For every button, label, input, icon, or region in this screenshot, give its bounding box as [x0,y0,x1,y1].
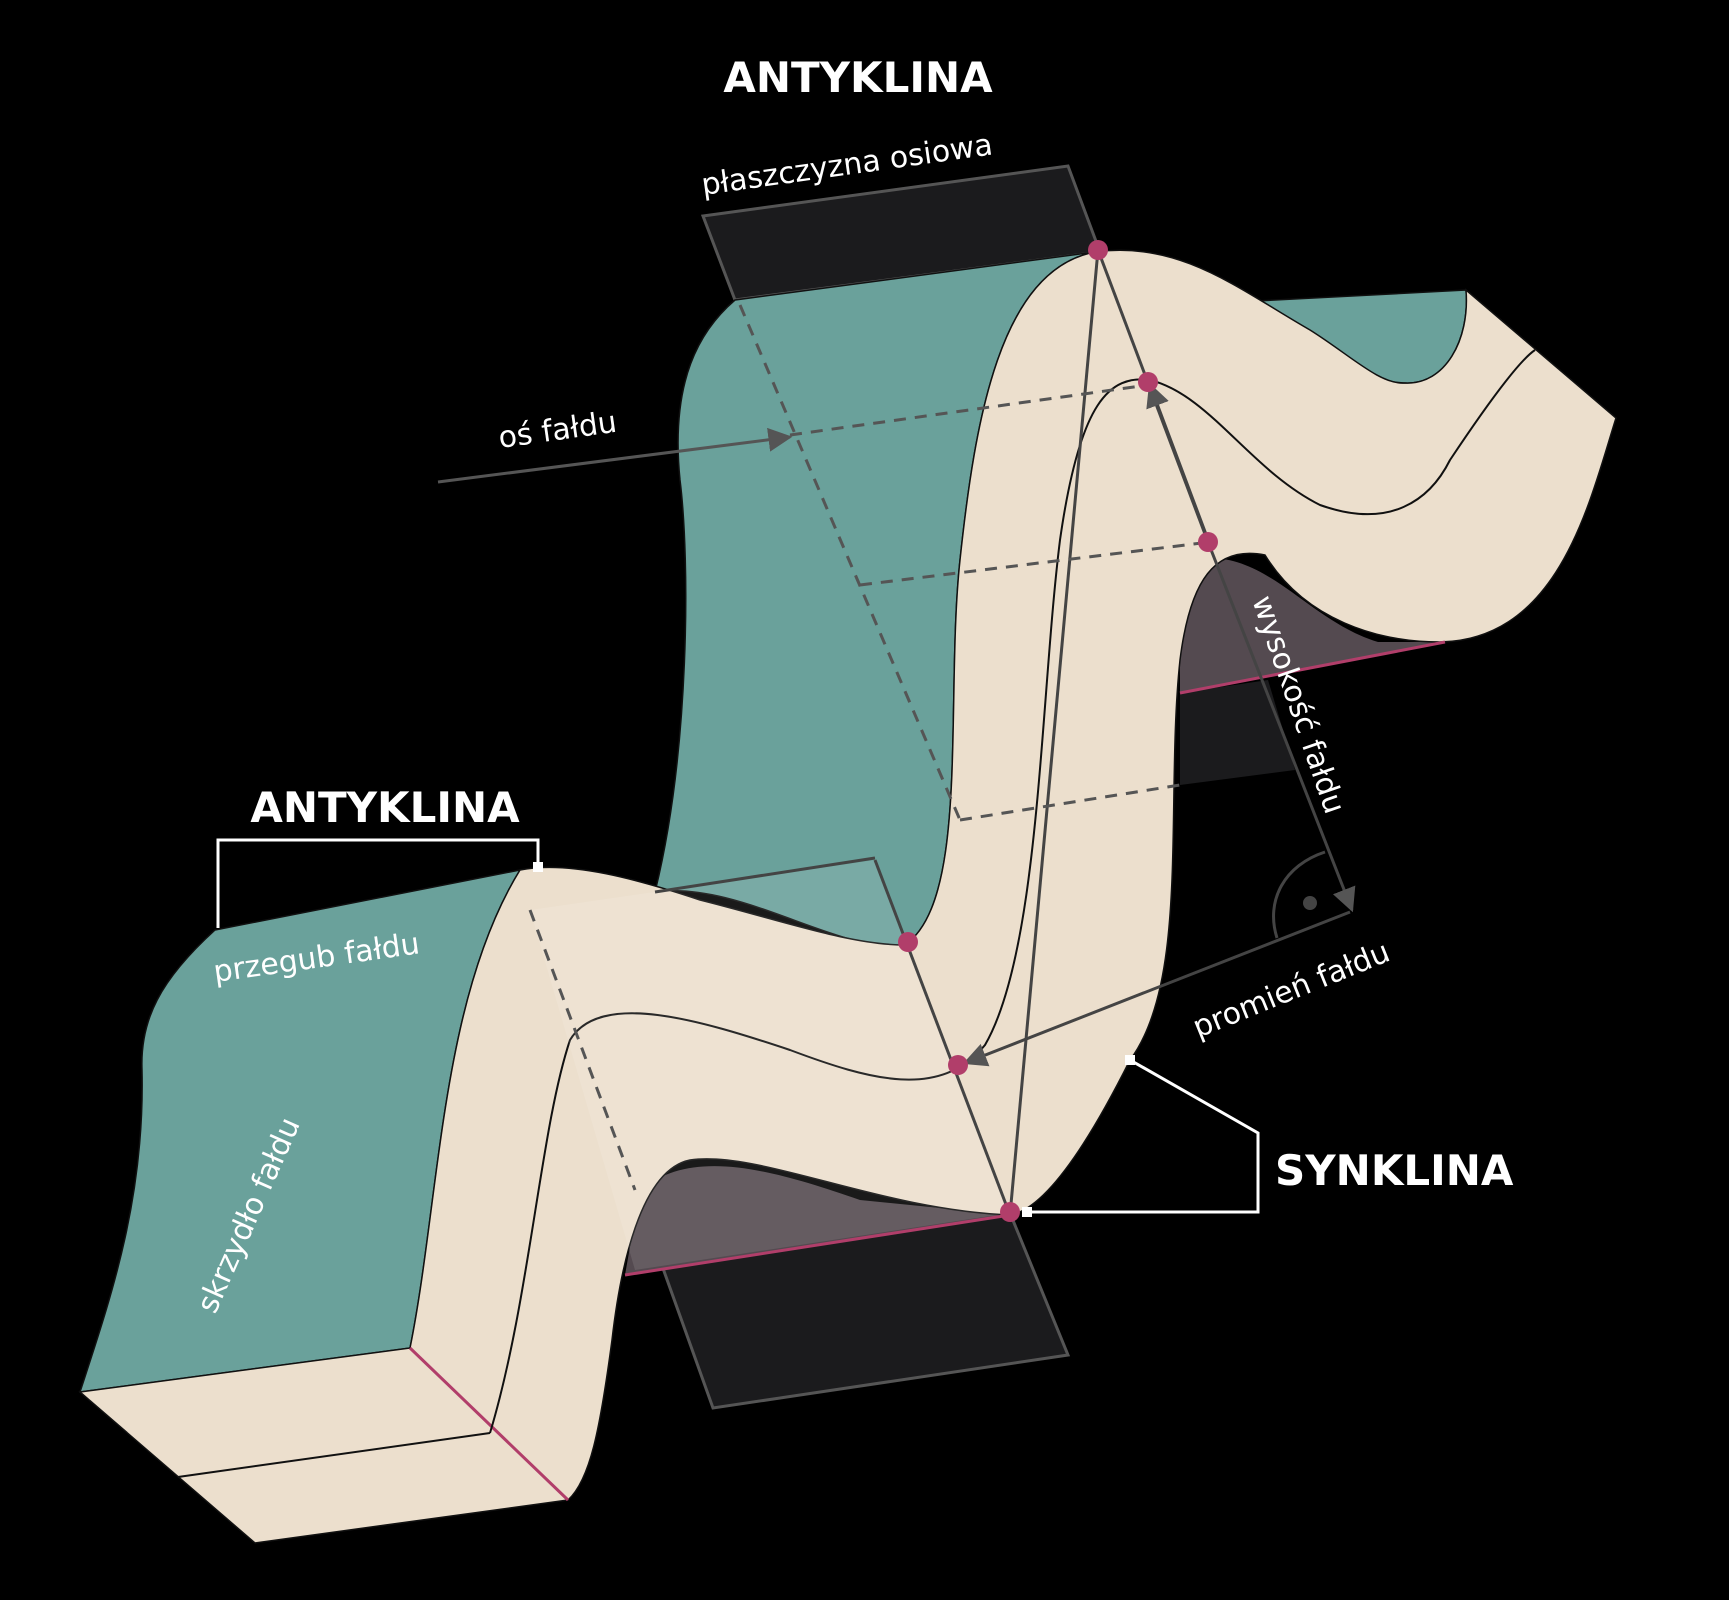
axial-plane-middle-panel [1180,680,1295,785]
fold-radius-arrow [962,910,1351,1067]
hinge-line-right [1179,640,1446,695]
synklina-bracket [1030,1058,1260,1214]
axial-plane-edge-top [654,856,876,894]
left-trough-shadow [625,1166,1010,1275]
rock-layer-cross-section [409,249,1617,1502]
axial-zone-overlay [530,860,1010,1270]
dashed-guides [528,304,1211,1191]
front-block-magenta-edge [408,1346,570,1502]
fold-radius-angle-arc [1272,850,1326,939]
fold-axis-arrow [437,427,793,484]
promien-faldu-label: promień fałdu [1188,935,1395,1046]
synklina-bracket-tick-top [1125,1055,1135,1065]
angle-dot [1303,896,1317,910]
hinge-markers [898,240,1218,1222]
fold-height-arrow-2 [1206,541,1356,913]
antyklina-left-bracket [216,838,540,928]
antyklina-left-label: ANTYKLINA [250,783,520,832]
synklina-bracket-tick-bottom [1022,1207,1032,1217]
antyklina-bracket-tick [533,862,543,872]
synklina-label: SYNKLINA [1275,1146,1514,1195]
fold-height-arrow [1146,382,1212,546]
antyklina-top-label: ANTYKLINA [723,53,993,102]
axial-plane-trace [1008,249,1100,1216]
front-block-layer-line [177,1432,491,1478]
os-faldu-label: oś fałdu [496,405,619,456]
axial-plane-trace-c [873,859,1012,1216]
hinge-line-left [624,1213,1011,1277]
right-trough-shadow [1180,558,1445,693]
